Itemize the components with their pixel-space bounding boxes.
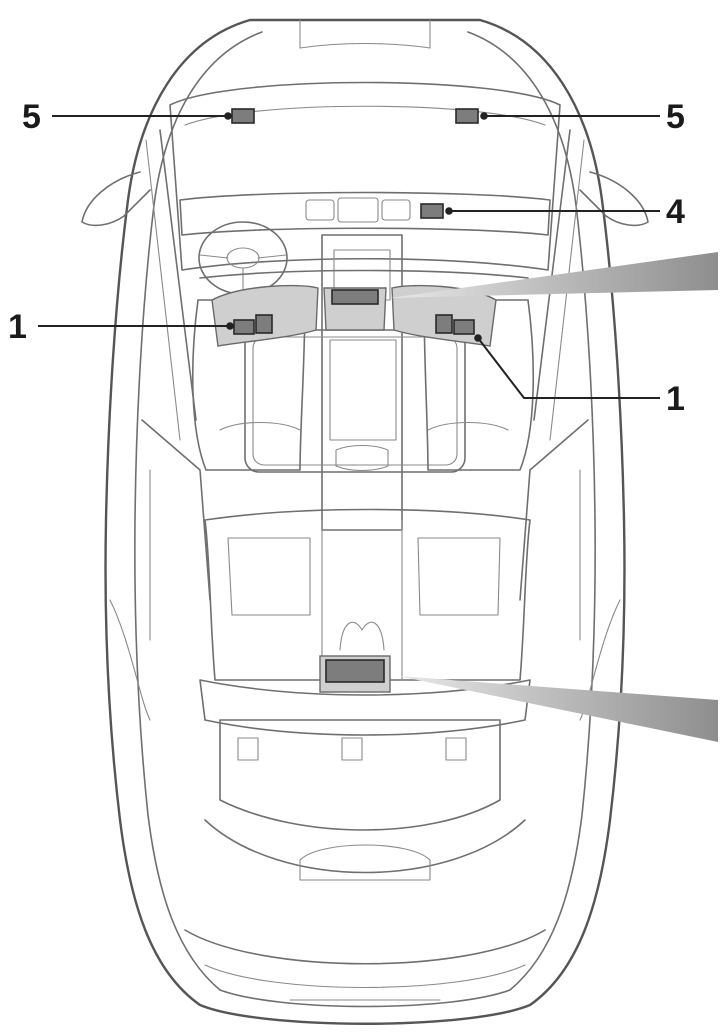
switch-door-left	[233, 314, 273, 335]
center-console	[321, 234, 403, 531]
dashboard	[179, 191, 551, 236]
callout-label-door-left: 1	[8, 308, 27, 346]
front-seats	[191, 299, 535, 471]
sensor-front-left	[231, 108, 255, 124]
leader-dot-door-left	[226, 322, 234, 330]
leader-door-right	[477, 337, 660, 399]
sensor-front-right	[455, 108, 479, 124]
module-rear-center	[319, 655, 391, 693]
callout-label-front-left: 5	[22, 98, 41, 136]
rear-deck	[199, 679, 531, 881]
leader-dot-front-left	[224, 112, 232, 120]
rear-bumper	[184, 929, 546, 1001]
callout-label-front-right: 5	[666, 98, 685, 136]
car-body	[104, 18, 626, 1025]
callout-beam-lower	[398, 676, 718, 742]
callout-beam-upper	[390, 252, 718, 298]
body-side-lines	[109, 419, 621, 721]
callout-label-dash-right: 4	[666, 193, 685, 231]
leader-dot-front-right	[480, 112, 488, 120]
leader-dot-door-right	[474, 334, 482, 342]
leader-dot-dash-right	[445, 207, 453, 215]
steering-wheel	[198, 221, 288, 295]
switch-door-right	[435, 314, 475, 335]
sensor-dash-right	[420, 203, 444, 219]
callout-label-door-right: 1	[666, 380, 685, 418]
right-mirror	[579, 171, 649, 227]
left-mirror	[81, 171, 151, 227]
sensor-overhead-center	[331, 289, 379, 305]
rear-seats	[204, 508, 531, 681]
